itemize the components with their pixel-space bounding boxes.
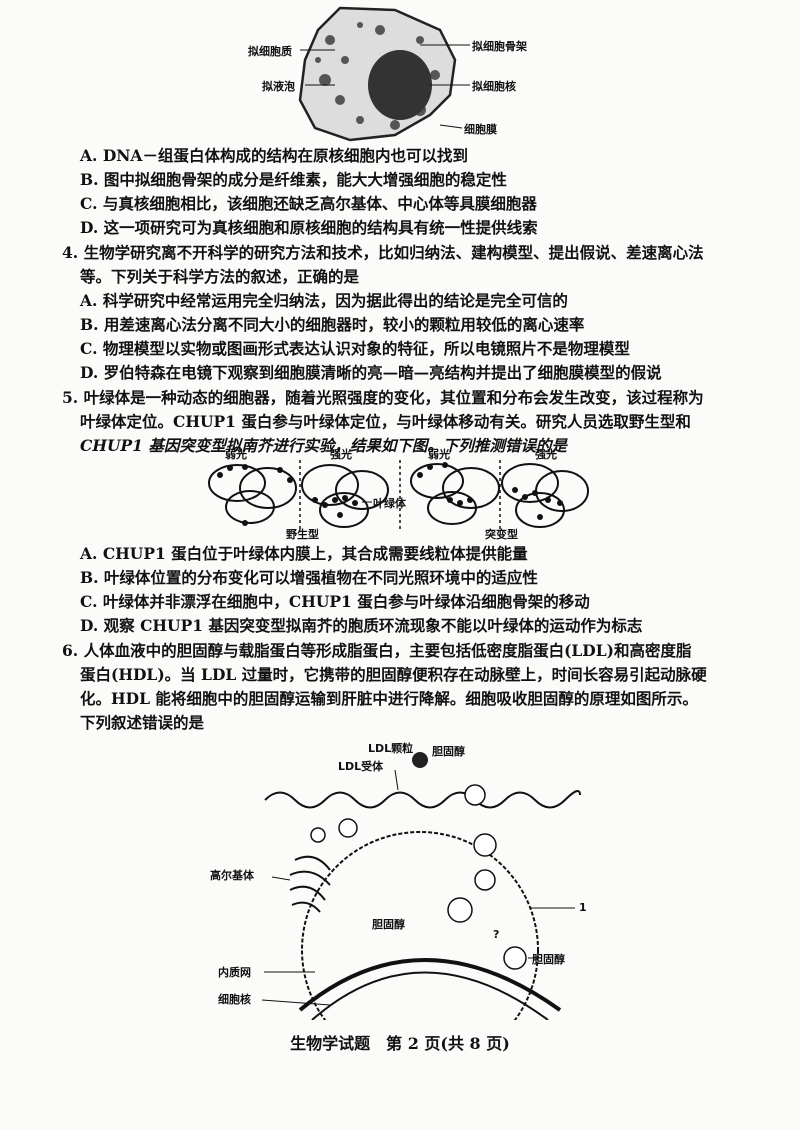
label-cytoplasm: 拟细胞质 — [248, 45, 292, 58]
label-ldl-particle: LDL颗粒 — [368, 742, 414, 755]
label-ldl-receptor: LDL受体 — [338, 760, 384, 773]
label-skeleton: 拟细胞骨架 — [472, 40, 527, 53]
label-weak-light-2: 弱光 — [428, 448, 450, 461]
label-cholesterol-right: 胆固醇 — [532, 953, 565, 966]
label-nucleus: 细胞核 — [218, 993, 251, 1006]
protocell-figure — [298, 6, 470, 142]
q5-stem-line2: 叶绿体定位。CHUP1 蛋白参与叶绿体定位，与叶绿体移动有关。研究人员选取野生型… — [80, 412, 691, 431]
q5-stem-line3: CHUP1 基因突变型拟南芥进行实验，结果如下图。下列推测错误的是 — [80, 436, 567, 455]
label-cholesterol-top: 胆固醇 — [432, 745, 465, 758]
q6-stem-line3: 化。HDL 能将细胞中的胆固醇运输到肝脏中进行降解。细胞吸收胆固醇的原理如图所示… — [80, 689, 698, 708]
label-chloroplast: 叶绿体 — [373, 497, 406, 510]
q3-option-a: A. DNA－组蛋白体构成的结构在原核细胞内也可以找到 — [80, 146, 468, 165]
q4-stem-line2: 等。下列关于科学方法的叙述，正确的是 — [80, 267, 360, 286]
q3-option-c: C. 与真核细胞相比，该细胞还缺乏高尔基体、中心体等具膜细胞器 — [80, 194, 537, 213]
q6-stem-line4: 下列叙述错误的是 — [80, 713, 205, 732]
q5-option-b: B. 叶绿体位置的分布变化可以增强植物在不同光照环境中的适应性 — [80, 568, 538, 587]
q6-stem-line2: 蛋白(HDL)。当 LDL 过量时，它携带的胆固醇便积存在动脉壁上，时间长容易引… — [80, 665, 707, 684]
label-weak-light-1: 弱光 — [225, 448, 247, 461]
label-membrane: 细胞膜 — [464, 123, 497, 136]
q3-option-d: D. 这一项研究可为真核细胞和原核细胞的结构具有统一性提供线索 — [80, 218, 538, 237]
q5-option-d: D. 观察 CHUP1 基因突变型拟南芥的胞质环流现象不能以叶绿体的运动作为标志 — [80, 616, 643, 635]
cholesterol-uptake-figure — [261, 752, 581, 1020]
label-question-mark: ? — [493, 928, 500, 941]
label-golgi: 高尔基体 — [210, 869, 254, 882]
q4-option-b: B. 用差速离心法分离不同大小的细胞器时，较小的颗粒用较低的离心速率 — [80, 315, 585, 334]
chloroplast-figure — [208, 460, 589, 530]
label-1: 1 — [579, 901, 587, 914]
q4-option-a: A. 科学研究中经常运用完全归纳法，因为据此得出的结论是完全可信的 — [80, 291, 568, 310]
label-strong-light-1: 强光 — [330, 448, 352, 461]
label-nucleus: 拟细胞核 — [472, 80, 516, 93]
page-footer: 生物学试题 第 2 页(共 8 页) — [290, 1034, 510, 1053]
q5-option-a: A. CHUP1 蛋白位于叶绿体内膜上，其合成需要线粒体提供能量 — [80, 544, 528, 563]
label-vacuole: 拟液泡 — [262, 80, 295, 93]
label-strong-light-2: 强光 — [535, 448, 557, 461]
label-wild-type: 野生型 — [286, 528, 319, 541]
label-mutant-type: 突变型 — [485, 528, 518, 541]
q5-option-c: C. 叶绿体并非漂浮在细胞中，CHUP1 蛋白参与叶绿体沿细胞骨架的移动 — [80, 592, 590, 611]
q4-stem-line1: 4. 生物学研究离不开科学的研究方法和技术，比如归纳法、建构模型、提出假说、差速… — [62, 243, 704, 262]
q3-option-b: B. 图中拟细胞骨架的成分是纤维素，能大大增强细胞的稳定性 — [80, 170, 507, 189]
q4-option-c: C. 物理模型以实物或图画形式表达认识对象的特征，所以电镜照片不是物理模型 — [80, 339, 630, 358]
q5-stem-line1: 5. 叶绿体是一种动态的细胞器，随着光照强度的变化，其位置和分布会发生改变，该过… — [62, 388, 704, 407]
q4-option-d: D. 罗伯特森在电镜下观察到细胞膜清晰的亮—暗—亮结构并提出了细胞膜模型的假说 — [80, 363, 662, 382]
label-er: 内质网 — [218, 966, 251, 979]
q6-stem-line1: 6. 人体血液中的胆固醇与载脂蛋白等形成脂蛋白，主要包括低密度脂蛋白(LDL)和… — [62, 641, 692, 660]
label-cholesterol-mid: 胆固醇 — [372, 918, 405, 931]
